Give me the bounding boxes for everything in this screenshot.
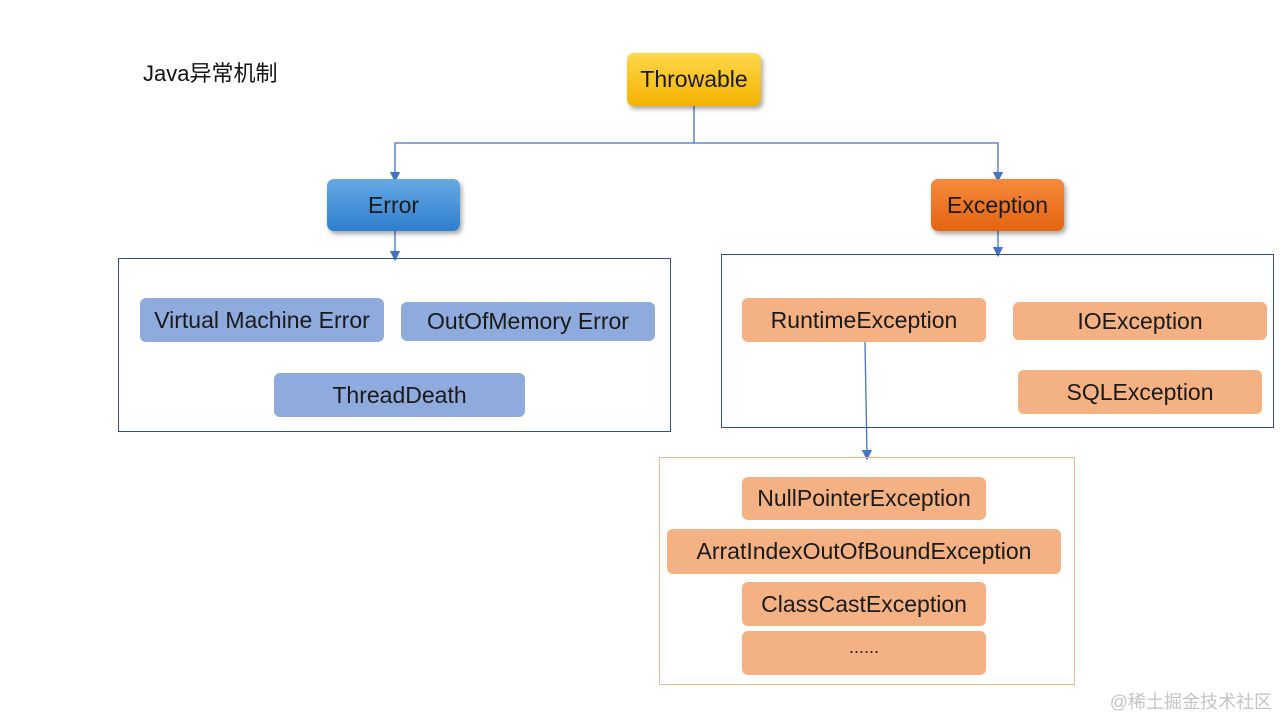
- diagram-title: Java异常机制: [143, 61, 278, 86]
- sql-exception-node: SQLException: [1018, 370, 1262, 414]
- error-subclasses-group: [118, 258, 671, 432]
- out-of-memory-error-node: OutOfMemory Error: [401, 302, 655, 341]
- watermark: @稀土掘金技术社区: [1109, 692, 1272, 712]
- virtual-machine-error-node: Virtual Machine Error: [140, 298, 384, 342]
- null-pointer-exception-node: NullPointerException: [742, 477, 986, 520]
- array-index-out-of-bound-exception-node: ArratIndexOutOfBoundException: [667, 529, 1061, 574]
- error-node: Error: [327, 179, 460, 231]
- more-exceptions-node: ......: [742, 631, 986, 675]
- connector-root-error: [389, 142, 694, 183]
- class-cast-exception-node: ClassCastException: [742, 582, 986, 626]
- thread-death-node: ThreadDeath: [274, 373, 525, 417]
- io-exception-node: IOException: [1013, 302, 1267, 340]
- connector-runtime-subgroup: [861, 341, 873, 461]
- runtime-subclasses-group: [659, 457, 1075, 685]
- connector-root-exception: [694, 142, 1004, 183]
- runtime-exception-node: RuntimeException: [742, 298, 986, 342]
- throwable-node: Throwable: [627, 53, 761, 106]
- exception-node: Exception: [931, 179, 1064, 231]
- exception-subclasses-group: [721, 254, 1274, 428]
